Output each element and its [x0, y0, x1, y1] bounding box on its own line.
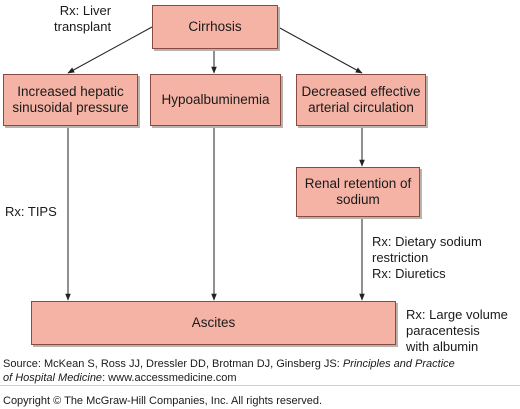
rx-tips: Rx: TIPS — [5, 204, 57, 219]
arrow-cirrhosis-to-arterial — [277, 26, 363, 74]
node-cirrhosis-label: Cirrhosis — [188, 19, 242, 34]
node-hepatic-pressure: Increased hepatic sinusoidal pressure — [3, 74, 138, 126]
node-hepatic-line-2: sinusoidal pressure — [12, 100, 129, 115]
node-arterial-line-2: arterial circulation — [308, 100, 414, 115]
node-arterial-line-1: Decreased effective — [301, 84, 421, 99]
source-citation: Source: McKean S, Ross JJ, Dressler DD, … — [3, 358, 455, 384]
rx-sodium-diuretics: Rx: Dietary sodium restriction Rx: Diure… — [372, 234, 482, 281]
node-cirrhosis: Cirrhosis — [152, 5, 278, 49]
node-ascites: Ascites — [31, 301, 396, 345]
node-hypoalbuminemia-label: Hypoalbuminemia — [161, 92, 270, 107]
node-renal-retention: Renal retention of sodium — [296, 167, 420, 217]
copyright-notice: Copyright © The McGraw-Hill Companies, I… — [3, 395, 323, 407]
node-renal-line-2: sodium — [336, 192, 380, 207]
node-ascites-label: Ascites — [191, 315, 236, 330]
node-hypoalbuminemia: Hypoalbuminemia — [150, 74, 281, 126]
footer-divider — [0, 385, 520, 386]
node-hepatic-line-1: Increased hepatic — [17, 84, 124, 99]
rx-liver-transplant: Rx: Liver transplant — [54, 3, 112, 34]
node-arterial-circulation: Decreased effective arterial circulation — [296, 74, 426, 126]
arrow-cirrhosis-to-hepatic — [67, 26, 153, 74]
node-renal-line-1: Renal retention of — [304, 176, 412, 191]
rx-paracentesis: Rx: Large volume paracentesis with album… — [406, 307, 508, 354]
